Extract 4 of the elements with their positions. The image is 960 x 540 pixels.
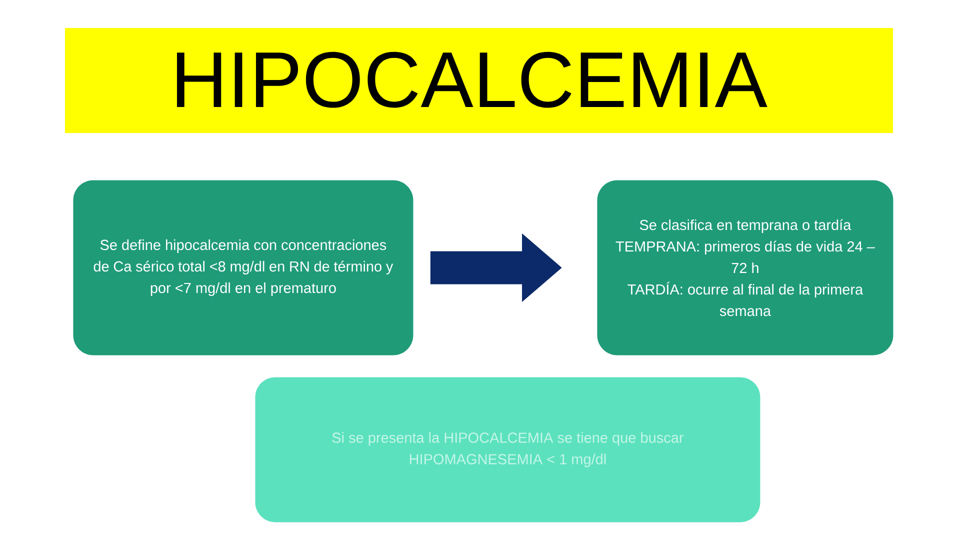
text-box: Se clasifica en temprana o tardía TEMPRANA: primeros días de vida 24 – 72 h TARDÍA: ocurre al final de la primera semana: [597, 180, 894, 356]
text-box: Si se presenta la HIPOCALCEMIA se tiene que buscar HIPOMAGNESEMIA < 1 mg/dl: [255, 377, 760, 522]
title-banner: HIPOCALCEMIA: [65, 28, 893, 133]
text-box: Se define hipocalcemia con concentraciones de Ca sérico total <8 mg/dl en RN de término y por <7 mg/dl en el prematuro: [73, 180, 414, 356]
